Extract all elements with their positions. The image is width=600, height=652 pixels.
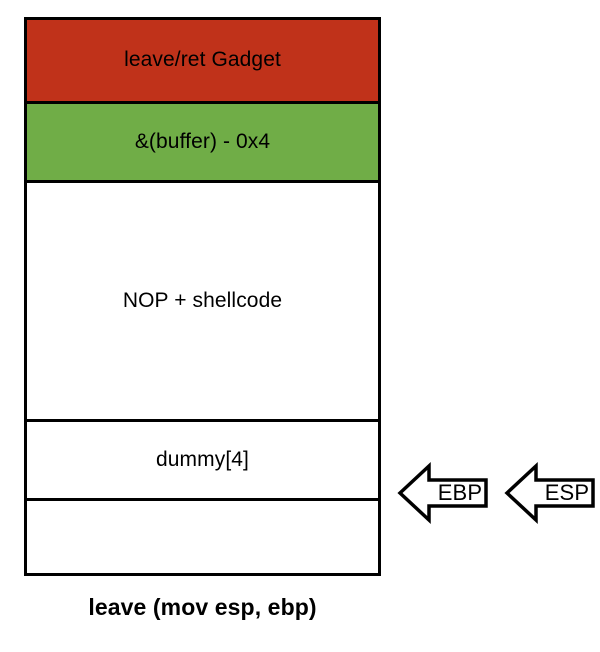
stack-cell-buffer-address: &(buffer) - 0x4 [27, 101, 378, 180]
stack-cell-nop-shellcode: NOP + shellcode [27, 180, 378, 419]
left-arrow-icon [504, 461, 595, 525]
ebp-pointer-arrow: EBP [397, 461, 488, 525]
esp-pointer-arrow: ESP [504, 461, 595, 525]
stack-cell-leave-ret-gadget: leave/ret Gadget [27, 20, 378, 101]
diagram-caption: leave (mov esp, ebp) [88, 594, 317, 620]
stack-cell-label: dummy[4] [156, 447, 249, 471]
stack-cell-label: leave/ret Gadget [124, 48, 281, 72]
stack-cell-empty [27, 498, 378, 573]
stack-frame: leave/ret Gadget &(buffer) - 0x4 NOP + s… [24, 17, 381, 576]
stack-cell-label: NOP + shellcode [122, 288, 283, 312]
left-arrow-icon [397, 461, 488, 525]
stack-cell-label: &(buffer) - 0x4 [134, 129, 271, 153]
stack-cell-dummy: dummy[4] [27, 419, 378, 498]
